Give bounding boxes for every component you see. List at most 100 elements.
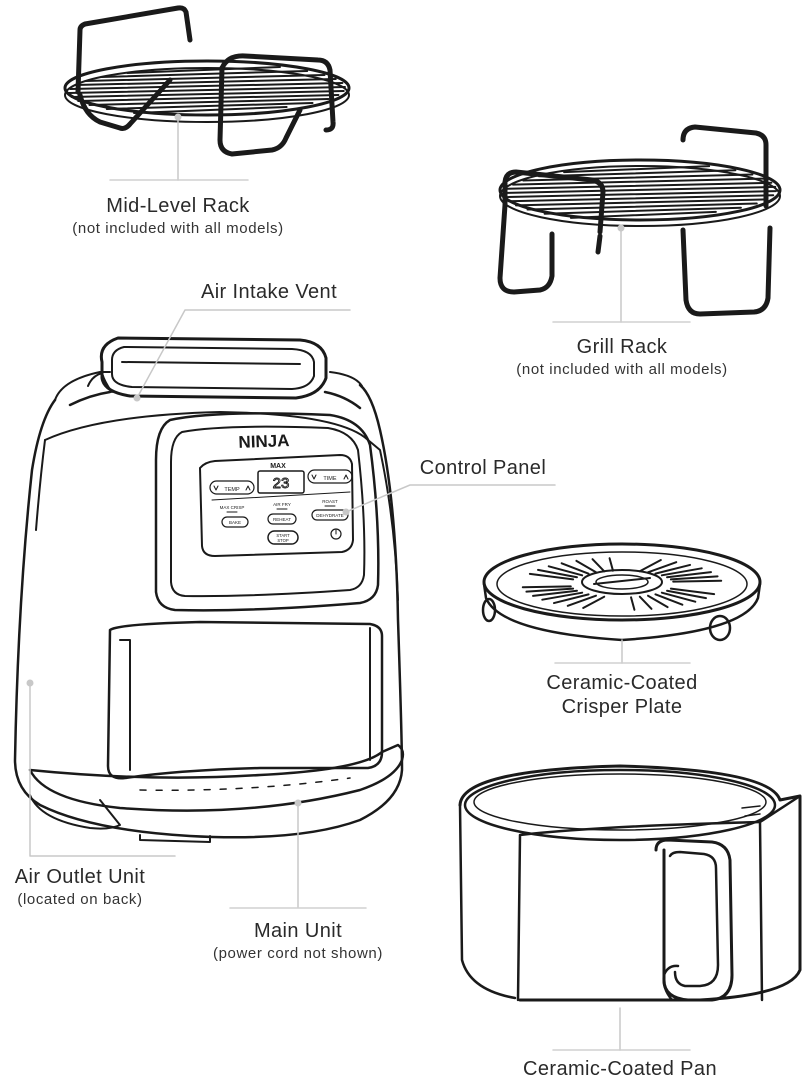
crisper-slot [666,571,712,579]
crisper-slot [638,559,662,573]
rack-wire [538,169,737,178]
crisper-slot [528,572,575,581]
crisper-slot [560,562,590,575]
rack-wire [100,70,309,78]
air-fry-label: AIR FRY [273,502,291,507]
crisper-slot [669,575,719,581]
crisper-slot [654,563,692,575]
crisper-slot [669,587,716,596]
crisper-slot [537,568,578,579]
time-label: TIME [323,476,336,482]
rack-wire [69,82,344,90]
crisper-slot [608,557,614,572]
main-unit-title: Main Unit [253,920,343,942]
display-window [257,470,305,494]
rack-wire [105,102,314,110]
crisper-slot [566,594,597,607]
air-intake-vent-label: Air Intake Vent [184,282,354,302]
mid-rack-right-handle [217,53,336,157]
rack-wire [84,74,326,82]
grill-rack-front-handle [502,169,606,235]
crisper-slot [525,587,575,593]
brand-logo: NINJA [238,431,290,452]
control-panel-face: MAX 23 TEMP TIME MAX CRISP AIR FRY ROAST… [199,454,354,557]
rack-wire [569,210,717,219]
time-stepper [307,469,353,484]
start-label: START [276,533,290,538]
mid-rack-left-handle [75,5,193,131]
power-icon [330,528,342,540]
crisper-slot [660,591,697,603]
main-unit-subtitle: (power cord not shown) [213,945,383,962]
drawer-window [106,620,384,780]
air-outlet-unit-title: Air Outlet Unit [14,866,146,888]
grill-rack-legs [497,124,773,317]
crisper-slot [660,567,703,577]
rack-wire [505,181,773,190]
grill-rack-grid [498,158,782,227]
max-crisp-label: MAX CRISP [220,505,245,510]
rack-wire [74,78,337,86]
mid-level-rack-title: Mid-Level Rack [106,195,250,217]
crisper-slot [654,593,684,606]
start-stop-button [267,530,299,545]
pan-handle [654,838,734,1002]
reheat-label: REHEAT [273,517,291,522]
crisper-slot [672,579,723,583]
crisper-slot [630,596,636,611]
max-label: MAX [270,463,286,470]
rack-wire [507,194,775,203]
temp-stepper [209,480,255,495]
crisper-slot [591,558,606,573]
control-panel-title: Control Panel [419,457,547,479]
dehydrate-label: DEHYDRATE [316,513,343,518]
pan-label: Ceramic-Coated Pan [500,1059,740,1079]
crisper-plate-label: Ceramic-Coated Crisper Plate [520,673,724,717]
crisper-slot [666,589,707,600]
rack-wire [503,190,777,199]
rack-wire [88,98,330,106]
rack-wire [77,94,340,102]
grill-rack-title: Grill Rack [576,336,668,358]
crisper-slot [647,594,669,609]
crisper-slot [575,559,597,574]
rack-wire [563,165,711,174]
crisper-slot [547,565,584,577]
crisper-plate-title-line-1: Ceramic-Coated [546,672,698,694]
crisper-slot [647,561,678,574]
pan-illustration [458,764,802,1051]
rack-wire [133,106,288,114]
crisper-slot [552,593,590,605]
drawer-front-ring [28,743,405,812]
rack-wire [522,173,754,182]
air-intake-lid [99,336,328,400]
bake-label: BAKE [229,520,241,525]
mid-level-rack-subtitle: (not included with all models) [72,220,284,237]
mid-rack-grid [63,59,351,123]
crisper-plate-title-line-2: Crisper Plate [561,696,683,718]
rack-wire [511,177,765,186]
rack-wire [526,202,758,211]
rack-wire [515,198,769,207]
pan-title: Ceramic-Coated Pan [523,1058,717,1080]
grill-rack-label: Grill Rack (not included with all models… [468,337,776,377]
crisper-slot [532,589,578,597]
grill-rack-subtitle: (not included with all models) [516,361,728,378]
air-outlet-unit-subtitle: (located on back) [17,891,143,908]
crisper-slot [582,595,606,609]
control-panel-label: Control Panel [408,458,558,478]
mid-level-rack-illustration [63,5,351,181]
crisper-slot [521,585,572,589]
crisper-plate-illustration [481,542,762,664]
crisper-slot [541,591,584,601]
air-outlet-unit-label: Air Outlet Unit (located on back) [0,867,160,907]
stop-label: STOP [277,538,289,543]
main-unit-label: Main Unit (power cord not shown) [188,921,408,961]
display-readout: 23 [273,475,290,492]
main-unit-illustration: NINJA MAX 23 TEMP TIME MAX CRISP AIR FRY… [13,309,556,909]
rack-wire [68,86,346,94]
air-intake-vent-title: Air Intake Vent [200,281,338,303]
mid-level-rack-label: Mid-Level Rack (not included with all mo… [24,196,332,236]
